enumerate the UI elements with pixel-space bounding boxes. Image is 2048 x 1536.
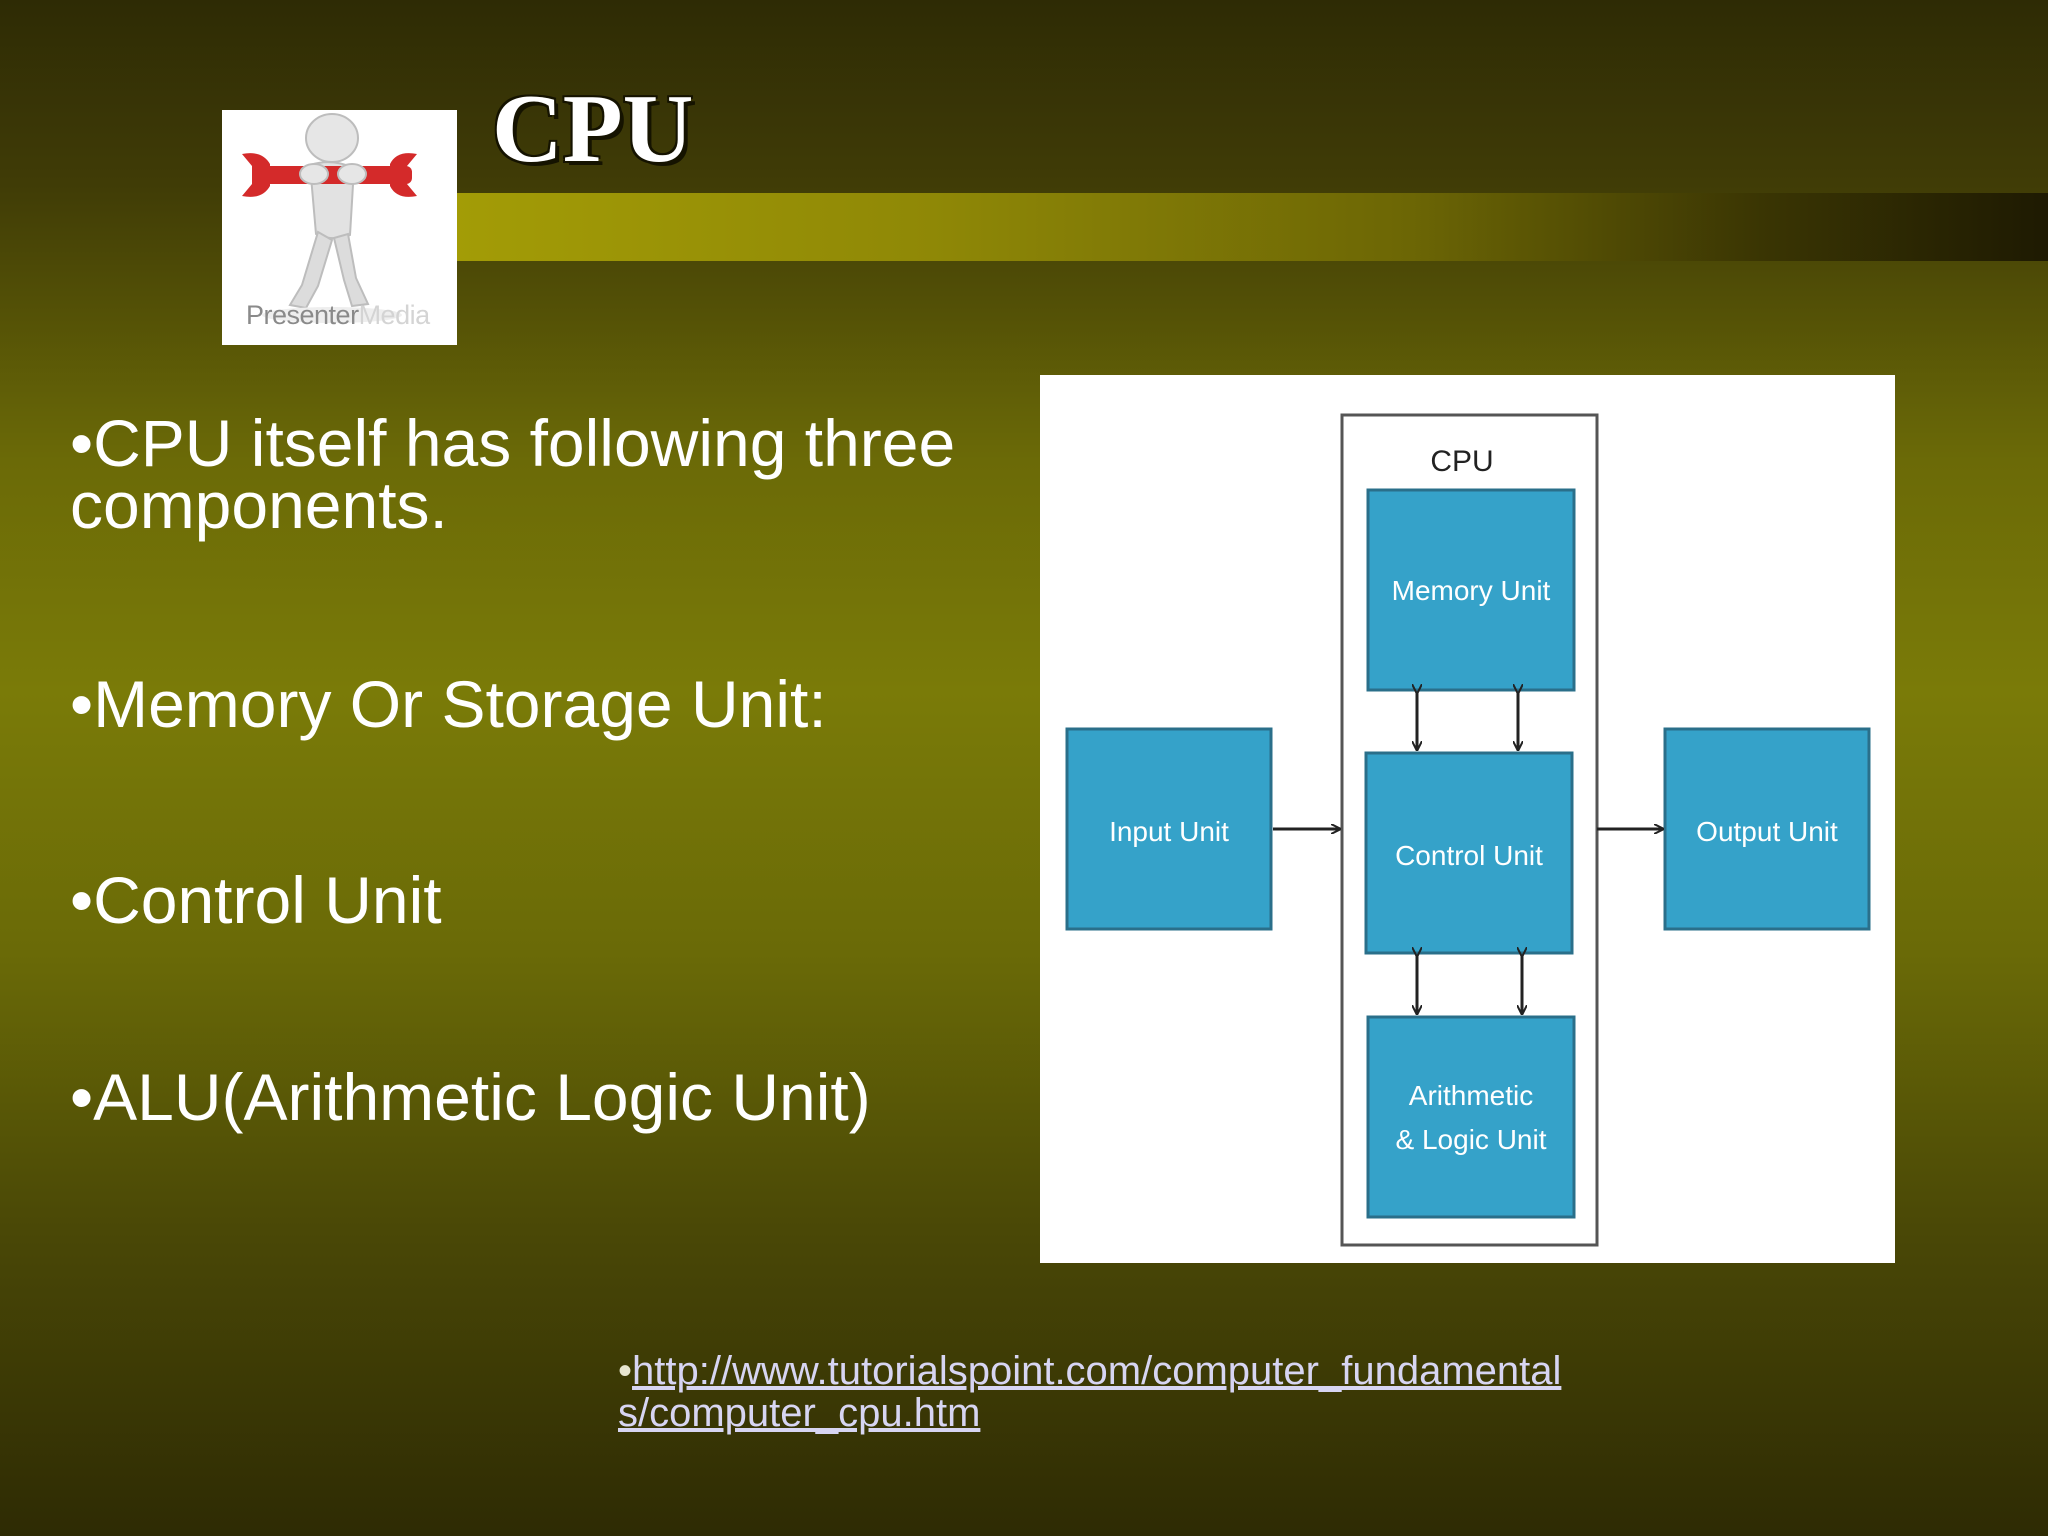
logo-brand-text: PresenterMedia xyxy=(246,300,430,331)
bullet-text: ALU(Arithmetic Logic Unit) xyxy=(93,1060,871,1134)
bullet-marker: • xyxy=(70,406,94,480)
presenter-media-logo: PresenterMedia xyxy=(222,110,457,345)
memory-unit-box xyxy=(1366,488,1576,692)
logo-brand-faint: Media xyxy=(358,300,431,330)
person-with-wrench-icon xyxy=(242,113,417,323)
input-unit-box xyxy=(1065,727,1273,931)
alu-box xyxy=(1366,1015,1576,1219)
source-link[interactable]: http://www.tutorialspoint.com/computer_f… xyxy=(618,1349,1562,1435)
bullet-text: CPU itself has following three component… xyxy=(70,406,956,542)
slide-title: CPU xyxy=(492,75,694,183)
logo-brand-main: Presenter xyxy=(246,300,359,330)
bullet-item: •CPU itself has following three componen… xyxy=(70,410,970,538)
bullet-item: •Memory Or Storage Unit: xyxy=(70,671,970,737)
control-unit-label: Control Unit xyxy=(1395,840,1543,871)
cpu-container-label: CPU xyxy=(1430,445,1493,478)
title-underline-bar xyxy=(455,193,2048,261)
bullet-text: Memory Or Storage Unit: xyxy=(93,667,827,741)
memory-unit-label: Memory Unit xyxy=(1392,575,1551,606)
cpu-block-diagram: CPU Memory Unit Control Unit Arithmetic … xyxy=(1040,375,1895,1263)
input-unit-label: Input Unit xyxy=(1109,816,1229,847)
bullet-item: •Control Unit xyxy=(70,867,970,933)
output-unit-label: Output Unit xyxy=(1696,816,1838,847)
alu-label-line1: Arithmetic xyxy=(1409,1080,1533,1111)
output-unit-box xyxy=(1663,727,1871,931)
bullet-item: •ALU(Arithmetic Logic Unit) xyxy=(70,1064,970,1130)
alu-label-line2: & Logic Unit xyxy=(1396,1124,1547,1155)
source-reference: •http://www.tutorialspoint.com/computer_… xyxy=(618,1350,1568,1434)
bullet-marker: • xyxy=(70,863,94,937)
bullet-marker: • xyxy=(70,1060,94,1134)
source-marker: • xyxy=(618,1349,633,1393)
bullet-text: Control Unit xyxy=(93,863,442,937)
control-unit-box xyxy=(1364,751,1574,955)
bullet-marker: • xyxy=(70,667,94,741)
